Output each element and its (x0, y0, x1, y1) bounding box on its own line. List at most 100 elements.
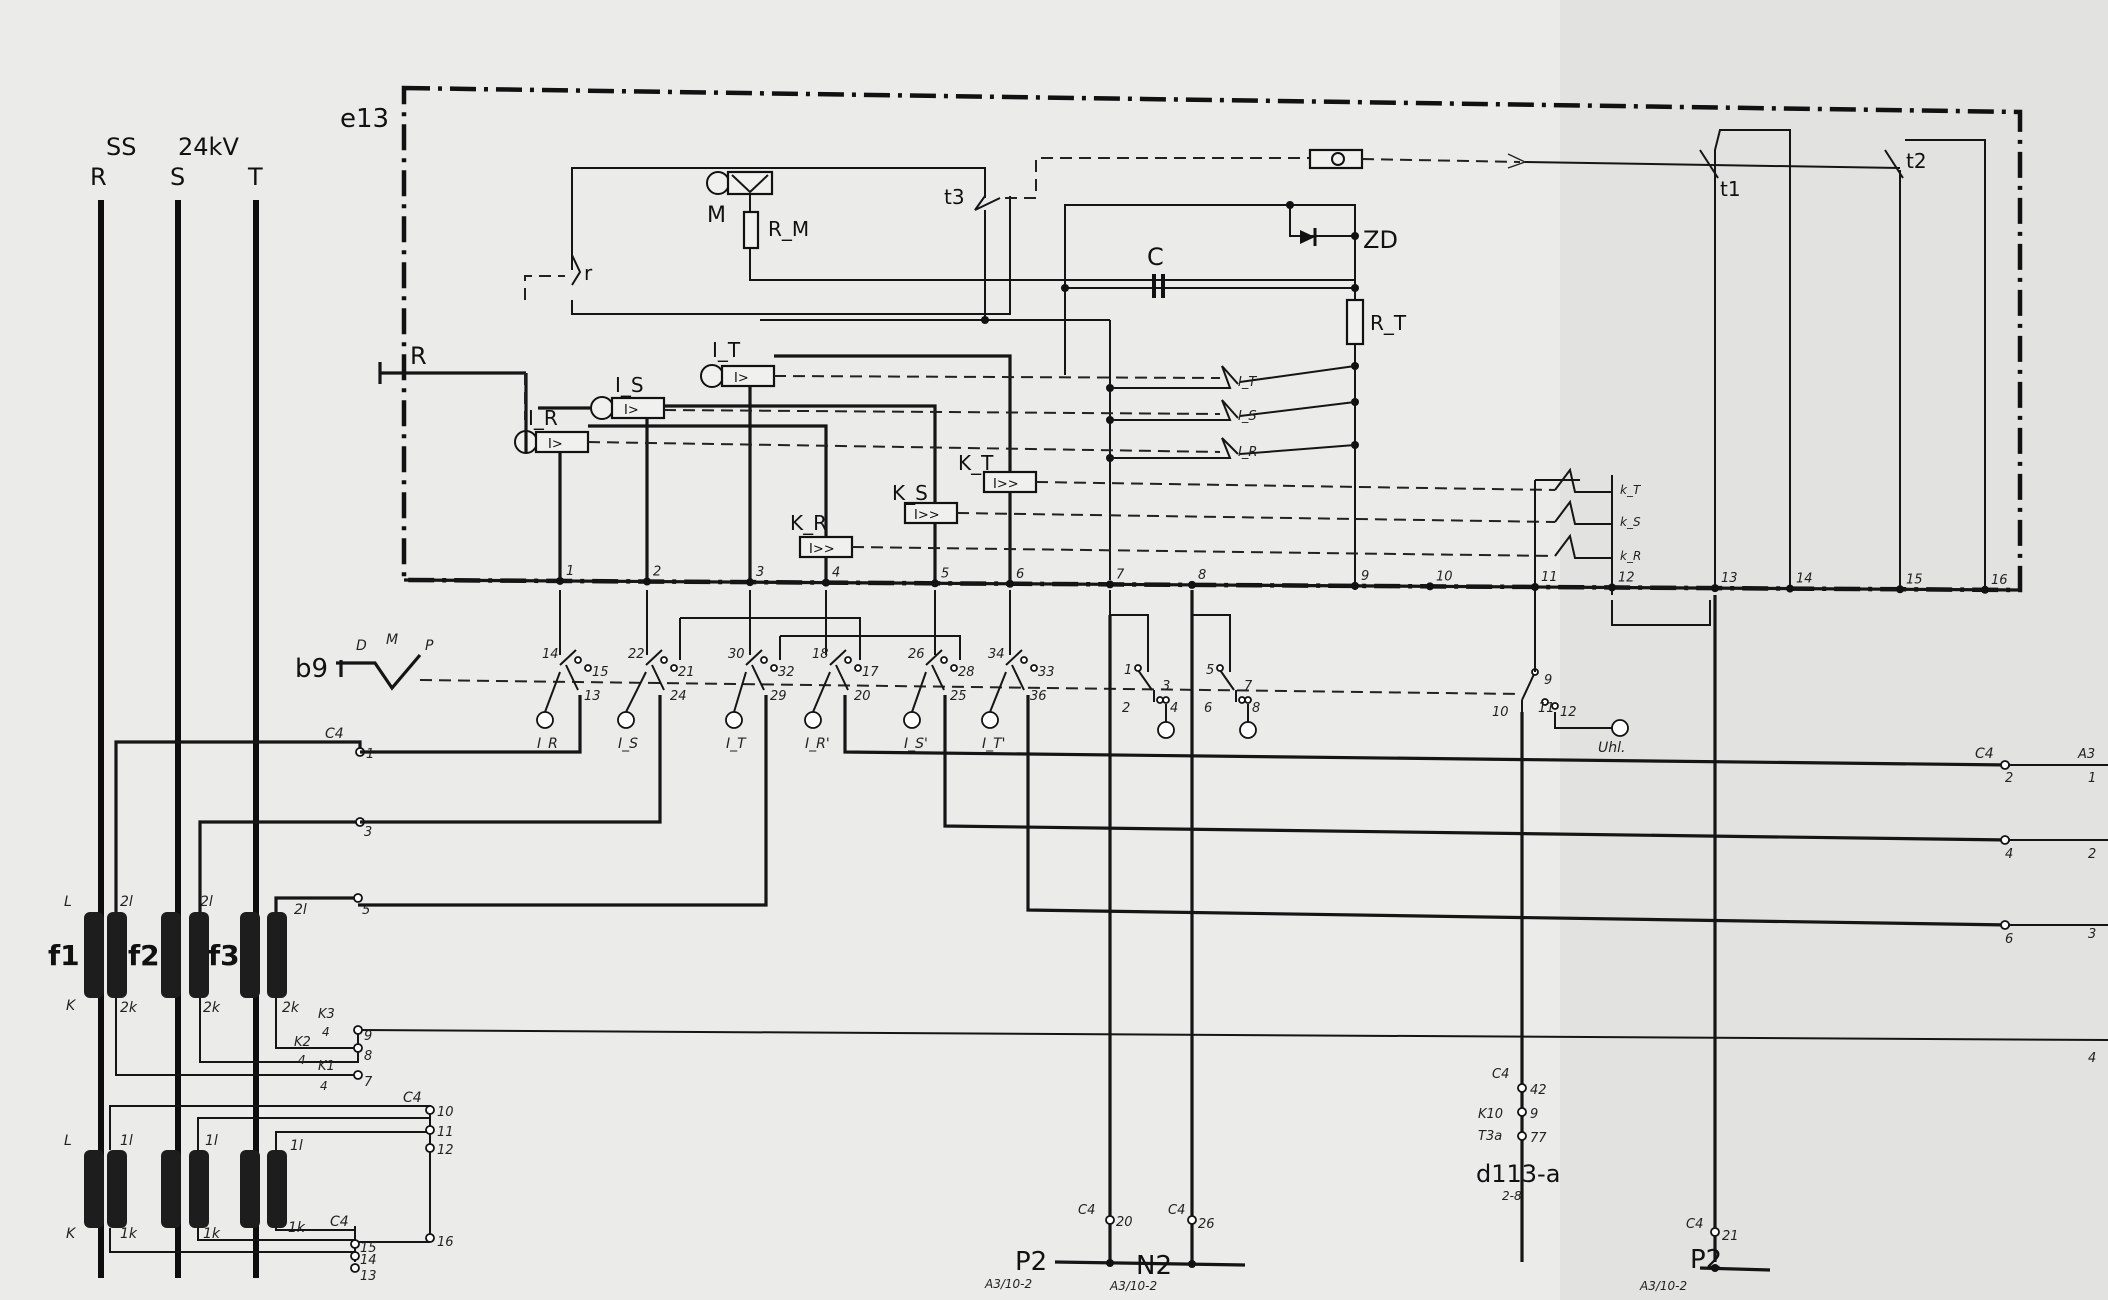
ct-lower-1k-c: 1k (288, 1220, 306, 1236)
resistor-rt (1345, 298, 1365, 346)
c4-term-16-label: 16 (437, 1235, 454, 1250)
k1-num: 4 (320, 1079, 328, 1093)
relay-contacts-k: k_T k_S k_R (1534, 467, 1711, 626)
c4-term-9 (353, 1025, 363, 1035)
c4-right-4 (2000, 835, 2010, 845)
c4-tag-c: C4 (330, 1214, 349, 1230)
switch-terminal-label: 33 (1038, 665, 1055, 680)
main-terminal-7 (1106, 580, 1114, 589)
c4-right-6-label: 6 (2005, 932, 2013, 947)
ct-term-2l-c: 2l (294, 902, 307, 918)
main-terminal-6 (1006, 579, 1014, 588)
bus-c4-tag-2: C4 (1168, 1203, 1185, 1218)
c4-term-10 (425, 1105, 435, 1115)
main-terminal-2 (643, 577, 651, 586)
timer-contact-t2-label: t2 (1906, 149, 1927, 173)
main-terminal-label: 14 (1796, 572, 1813, 587)
switch-label: b9 (295, 654, 328, 684)
paper-fold (1560, 0, 2108, 1300)
relay-coils: I> I_T I> I_S I> I_R I>> K_T I>> K_S I>>… (514, 338, 1038, 580)
aux-switch-9-label: 12 (1560, 705, 1577, 720)
test-socket (804, 711, 822, 729)
d113-num-77: 77 (1530, 1131, 1547, 1146)
phase-label-s: S (170, 163, 185, 191)
contact-is-label: I_S (1238, 409, 1257, 424)
main-terminal-12 (1608, 583, 1616, 592)
switch-terminal-label: 25 (950, 689, 967, 704)
relay-is-label: I_S (615, 373, 644, 397)
ct-f3-core (240, 912, 260, 998)
ct-lower-r-core (84, 1150, 104, 1228)
relay-ir-glyph: I> (548, 437, 563, 452)
switch-terminal-label: 28 (958, 665, 975, 680)
switch-terminal-label: 34 (988, 647, 1005, 662)
ct-term-2k-c: 2k (282, 1000, 300, 1016)
zener-diode (1300, 230, 1315, 244)
relay-kr-glyph: I>> (809, 542, 835, 557)
phase-buses (98, 200, 259, 1278)
main-terminal-label: 4 (832, 566, 840, 581)
aux-switch-label: 1 (1124, 663, 1132, 678)
ct-lower-t-sec (267, 1150, 287, 1228)
c4-term-14-label: 14 (360, 1253, 377, 1268)
output-2: 2 (2088, 847, 2096, 862)
main-terminal-label: 6 (1016, 567, 1024, 582)
d113-label: d113-a (1476, 1160, 1560, 1188)
output-3: 3 (2088, 927, 2096, 942)
c4-term-11-label: 11 (437, 1125, 454, 1140)
test-socket-uhl (1611, 719, 1629, 737)
relay-contacts-top: I_T I_S I_R (1110, 365, 1356, 460)
main-terminal-label: 3 (756, 565, 764, 580)
supply-header: SS 24kV R S T (90, 133, 263, 191)
main-terminal-label: 13 (1721, 571, 1738, 586)
switch-terminal-label: 22 (628, 647, 645, 662)
c4-term-5-label: 5 (362, 903, 370, 918)
switch-terminal-label: 24 (670, 689, 687, 704)
relay-is (610, 396, 666, 420)
contact-ir-label: I_R (1238, 445, 1257, 460)
c4-term-7-label: 7 (364, 1075, 373, 1090)
main-terminal-label: 1 (566, 564, 574, 579)
test-socket (536, 711, 554, 729)
bus-p2-right-label: P2 (1690, 1245, 1722, 1275)
main-terminal-label: 15 (1906, 572, 1923, 587)
zener-label: ZD (1363, 226, 1398, 254)
test-socket-label: I_S' (904, 736, 928, 752)
main-terminal-label: 8 (1198, 568, 1206, 583)
c4-term-26 (1187, 1215, 1197, 1225)
d113-num-9: 9 (1530, 1107, 1538, 1122)
switch-terminal-label: 15 (592, 665, 609, 680)
aux-switch-9-label: 10 (1492, 705, 1509, 720)
ct-term-2k-b: 2k (203, 1000, 221, 1016)
c4-term-20-label: 20 (1116, 1215, 1133, 1230)
aux-switch-label: 7 (1244, 679, 1253, 694)
c4-term-20 (1105, 1215, 1115, 1225)
main-terminal-10 (1426, 582, 1434, 591)
output-tag: A3 (2077, 747, 2095, 762)
main-terminal-label: 9 (1361, 569, 1369, 584)
c4-term-7 (353, 1070, 363, 1080)
relay-kt-label: K_T (958, 451, 994, 475)
c4-term-1-label: 1 (366, 747, 374, 762)
main-terminal-8 (1188, 580, 1196, 589)
current-transformers-lower: L 1l 1l 1l K 1k 1k 1k (64, 1133, 306, 1242)
d113-row-k10: K10 (1478, 1107, 1503, 1122)
c4-term-26-label: 26 (1198, 1217, 1215, 1232)
resistor-rm (742, 210, 760, 250)
output-1: 1 (2088, 771, 2096, 786)
ct-f3-secondary (267, 912, 287, 998)
k3-num: 4 (322, 1025, 330, 1039)
d113-term-42 (1517, 1083, 1527, 1093)
bus-p2-left-ref: A3/10-2 (984, 1277, 1032, 1291)
ct-lower-1l-a: 1l (120, 1133, 133, 1149)
aux-switch-label: 2 (1122, 701, 1130, 716)
resistor-rt-label: R_T (1370, 311, 1407, 335)
relay-it-glyph: I> (734, 371, 749, 386)
test-socket (617, 711, 635, 729)
